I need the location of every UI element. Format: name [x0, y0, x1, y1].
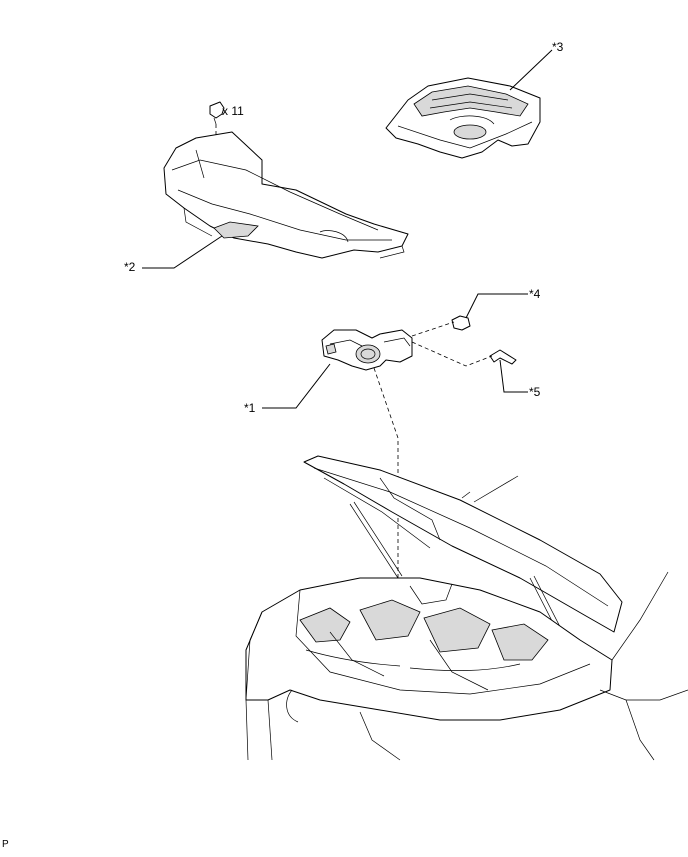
callout-label-1: *1: [244, 401, 256, 415]
dash-to-hose: [411, 321, 455, 337]
corner-mark-label: P: [2, 839, 9, 850]
hose-part: [451, 315, 471, 331]
callout-1-leader: [262, 363, 331, 409]
small-hose-part: [489, 349, 517, 365]
dash-to-engine: [373, 367, 399, 580]
cool-air-intake-cover-part: [163, 131, 409, 259]
callout-2-leader: [142, 235, 223, 269]
callout-label-4: *4: [529, 287, 541, 301]
vehicle-engine-bay: [245, 455, 688, 761]
callout-label-5: *5: [529, 385, 541, 399]
engine-cover-part: [385, 77, 541, 159]
clip-fastener-part: [209, 101, 225, 125]
dash-to-small-hose: [411, 341, 493, 367]
callout-label-3: *3: [552, 40, 564, 54]
callout-3-leader: [509, 49, 553, 91]
callout-label-2: *2: [124, 260, 136, 274]
air-intake-connector-part: [321, 329, 413, 371]
clip-quantity-label: x 11: [222, 104, 244, 118]
callout-4-leader: [465, 293, 528, 319]
callout-5-leader: [499, 359, 528, 393]
